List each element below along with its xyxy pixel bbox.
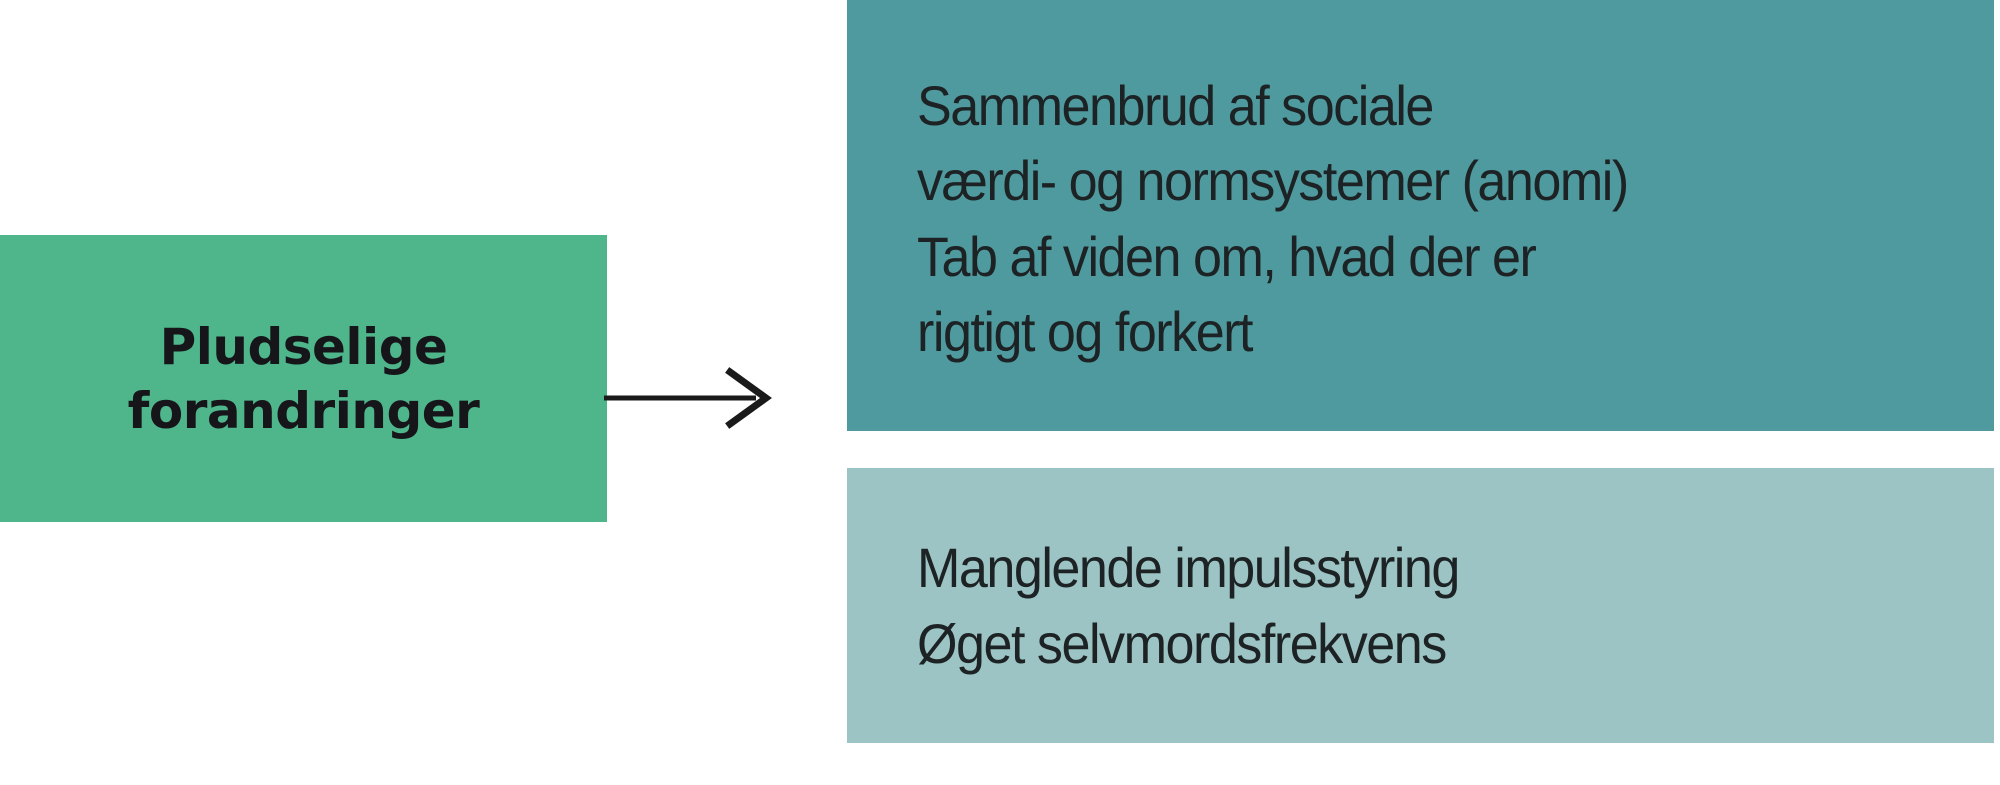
effect-node-secondary[interactable]: Manglende impulsstyring Øget selvmordsfr… <box>847 468 1994 743</box>
effect-node-primary-label: Sammenbrud af sociale værdi- og normsyst… <box>917 74 1629 363</box>
cause-node-label: Pludselige forandringer <box>127 317 480 440</box>
effect-node-primary[interactable]: Sammenbrud af sociale værdi- og normsyst… <box>847 0 1994 431</box>
cause-node[interactable]: Pludselige forandringer <box>0 235 607 522</box>
arrow-right-icon <box>604 362 780 434</box>
effect-node-secondary-label: Manglende impulsstyring Øget selvmordsfr… <box>917 536 1460 675</box>
